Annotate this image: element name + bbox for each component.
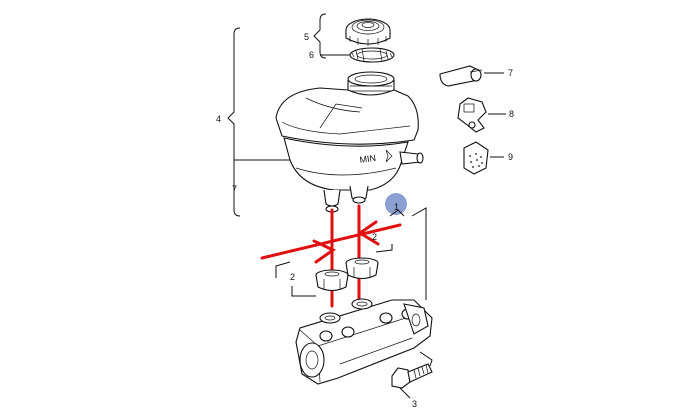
- leader-2-left-top: [275, 261, 291, 278]
- label-1: 1: [394, 202, 399, 212]
- label-7-right: 7: [508, 68, 513, 78]
- holder-block: [463, 141, 489, 175]
- reservoir-cap: [345, 18, 391, 46]
- sealing-plug-left: [315, 269, 349, 292]
- min-mark-label: MIN: [359, 153, 377, 165]
- sealing-plug-right: [345, 257, 379, 280]
- bracket-right-vertical: [411, 207, 427, 300]
- bracket-cap-group: [313, 13, 327, 59]
- marker-circle: [385, 193, 407, 215]
- leader-3: [399, 387, 411, 399]
- seal-ring: [349, 47, 395, 63]
- label-2-right: 2: [372, 232, 377, 242]
- brake-master-cylinder: [295, 298, 433, 385]
- label-8: 8: [509, 109, 514, 119]
- leader-1: [389, 209, 405, 217]
- leader-2-right: [375, 244, 393, 253]
- label-5: 5: [304, 32, 309, 42]
- brake-fluid-reservoir: MIN: [275, 71, 424, 213]
- label-9: 9: [508, 152, 513, 162]
- retaining-clip: [457, 97, 487, 133]
- label-6: 6: [309, 50, 314, 60]
- leader-3-top: [419, 351, 433, 367]
- hex-bolt: [391, 363, 433, 389]
- warning-contact-plug: [439, 65, 483, 87]
- label-7-left: 7: [232, 184, 237, 194]
- leader-2-left: [291, 286, 316, 297]
- bracket-reservoir-group: [227, 27, 241, 217]
- label-4: 4: [216, 114, 221, 124]
- label-3: 3: [412, 399, 417, 409]
- label-2-left: 2: [290, 272, 295, 282]
